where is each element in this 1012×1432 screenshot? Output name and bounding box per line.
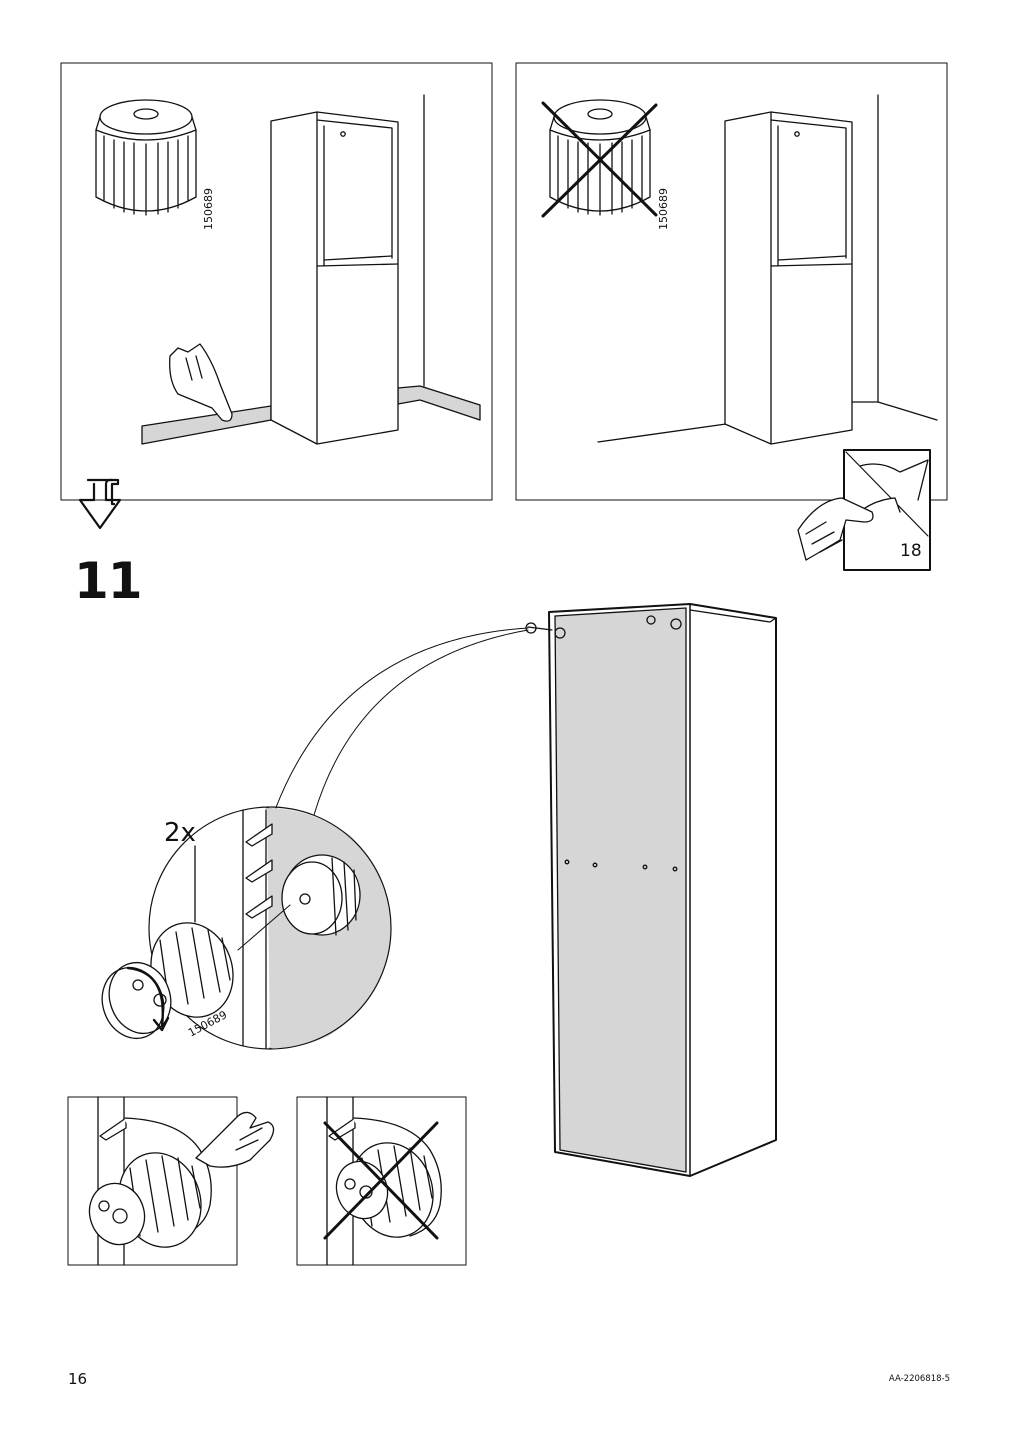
hand-pressing-icon [195,1111,275,1168]
page-reference-number[interactable]: 18 [900,541,922,561]
next-step-arrow-icon [78,478,122,530]
knob-installed-correct-scene [88,1096,212,1266]
leveling-foot-crossed-icon [541,99,658,218]
quantity-label: 2x [164,818,196,848]
cabinet-wall-scene [270,111,399,445]
step-number: 11 [74,552,143,610]
document-code: AA-2206818-5 [888,1374,950,1384]
cabinet-back-view [525,603,777,1177]
panel-top-right-frame [515,62,948,501]
part-number-label-top-right: 150689 [657,188,670,230]
page-number: 16 [68,1370,88,1388]
hand-turning-page-icon [797,497,874,561]
cabinet-freestanding-scene [724,111,853,445]
panel-bottom-left-frame [67,1096,238,1266]
panel-top-left-frame [60,62,493,501]
leveling-foot-icon [95,99,197,216]
knob-incorrect-scene [323,1096,442,1266]
panel-bottom-right-frame [296,1096,467,1266]
part-number-label-top-left: 150689 [202,188,215,230]
hand-pointing-icon [169,343,233,422]
detail-zoom-circle [101,806,392,1050]
